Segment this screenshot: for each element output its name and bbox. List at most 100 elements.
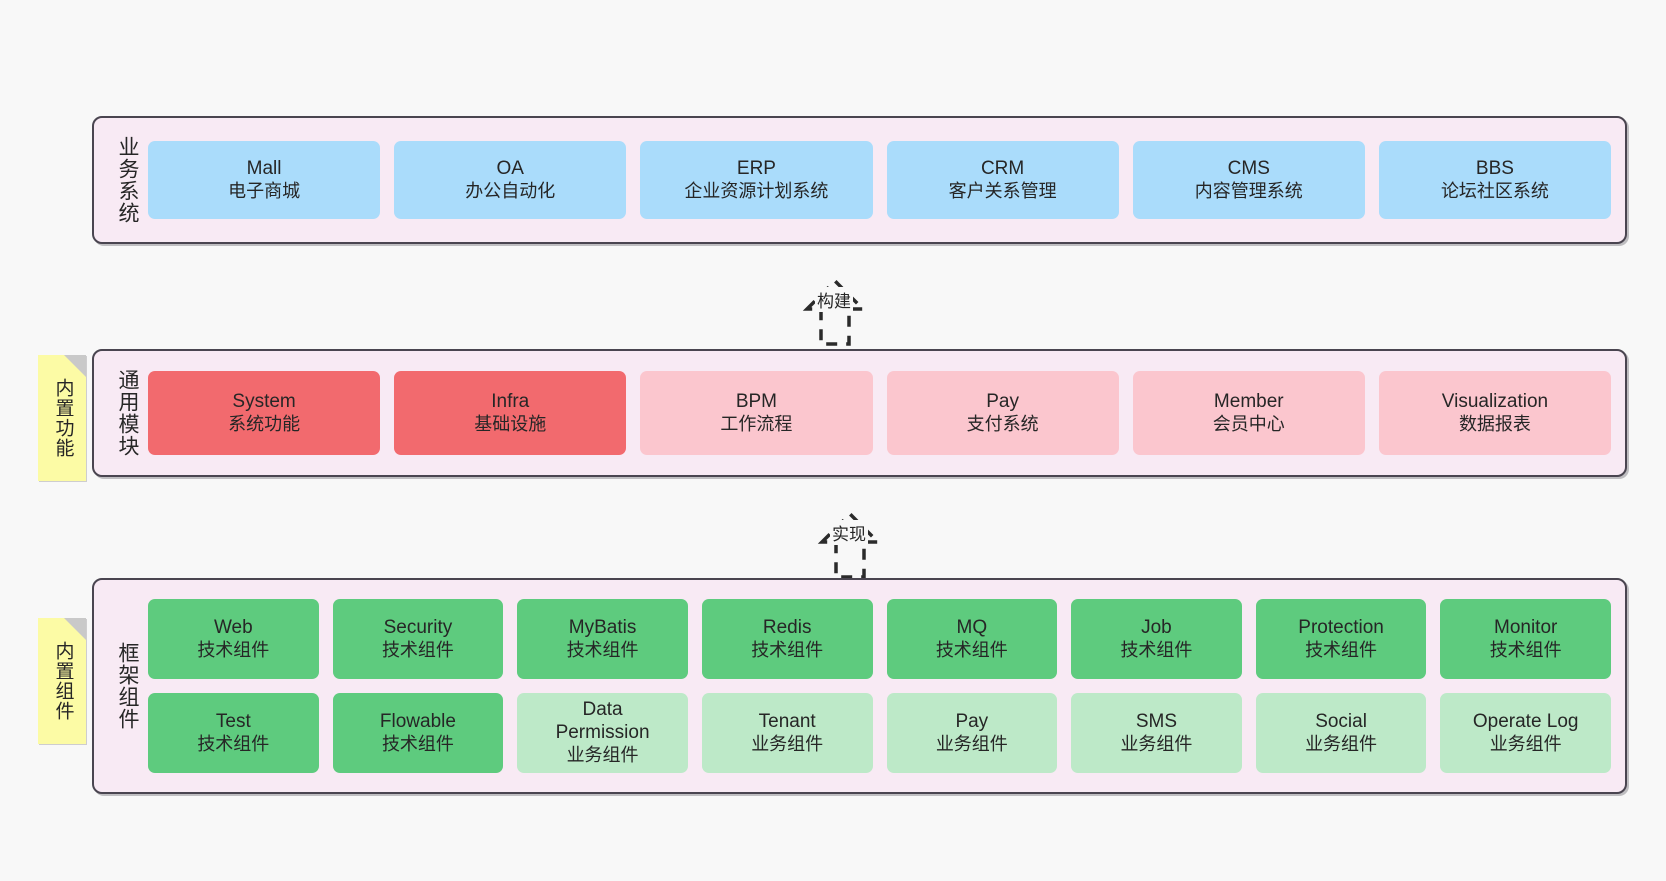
card-title: Flowable [379, 710, 456, 732]
card-title: MyBatis [568, 616, 637, 638]
card-title: Test [215, 710, 251, 732]
card-title: Data [582, 699, 623, 721]
card-sms[interactable]: SMS 业务组件 [1071, 693, 1242, 773]
card-subtitle: 业务组件 [1305, 733, 1378, 754]
card-flowable[interactable]: Flowable 技术组件 [332, 693, 504, 773]
card-title: Monitor [1494, 616, 1558, 638]
card-subtitle: 技术组件 [1120, 639, 1193, 660]
card-security[interactable]: Security 技术组件 [332, 599, 504, 679]
connector-implement: 实现 [775, 495, 925, 581]
card-title: Protection [1298, 616, 1384, 638]
card-title: Operate Log [1472, 710, 1579, 732]
card-title: Pay [986, 390, 1019, 412]
card-erp[interactable]: ERP 企业资源计划系统 [640, 141, 873, 219]
card-subtitle: 内容管理系统 [1194, 180, 1303, 201]
card-bpm[interactable]: BPM 工作流程 [640, 371, 873, 455]
layer-label-business-system: 业务系统 [116, 136, 139, 224]
sticky-note-text: 内置组件 [52, 641, 74, 721]
card-title: System [232, 390, 296, 412]
card-title: Redis [762, 616, 812, 638]
card-visualization[interactable]: Visualization 数据报表 [1378, 371, 1612, 455]
sticky-note-builtin-component: 内置组件 [38, 618, 86, 744]
card-test[interactable]: Test 技术组件 [148, 693, 319, 773]
card-system[interactable]: System 系统功能 [148, 371, 381, 455]
framework-row-business: Test 技术组件 Flowable 技术组件 Data Permission … [148, 693, 1611, 773]
common-module-cards: System 系统功能 Infra 基础设施 BPM 工作流程 Pay 支付系统… [138, 351, 1625, 475]
card-title: Web [213, 616, 253, 638]
card-cms[interactable]: CMS 内容管理系统 [1132, 141, 1365, 219]
card-subtitle: 业务组件 [751, 733, 824, 754]
card-title: SMS [1135, 710, 1178, 732]
card-pay[interactable]: Pay 支付系统 [886, 371, 1119, 455]
card-subtitle: 数据报表 [1458, 413, 1531, 434]
card-title: Member [1213, 390, 1284, 412]
card-title: ERP [736, 157, 776, 179]
card-data-permission[interactable]: Data Permission 业务组件 [517, 693, 688, 773]
card-mybatis[interactable]: MyBatis 技术组件 [517, 599, 688, 679]
card-title: Social [1315, 710, 1367, 732]
card-subtitle: 论坛社区系统 [1440, 180, 1549, 201]
card-title: CRM [980, 157, 1025, 179]
card-tenant[interactable]: Tenant 业务组件 [701, 693, 873, 773]
card-subtitle: 技术组件 [381, 733, 454, 754]
card-subtitle: 技术组件 [197, 639, 270, 660]
build-arrow-icon [802, 278, 868, 346]
card-pay-component[interactable]: Pay 业务组件 [886, 693, 1058, 773]
card-bbs[interactable]: BBS 论坛社区系统 [1378, 141, 1612, 219]
card-mq[interactable]: MQ 技术组件 [886, 599, 1058, 679]
card-oa[interactable]: OA 办公自动化 [394, 141, 627, 219]
card-title: Security [383, 616, 453, 638]
card-title: Pay [955, 710, 989, 732]
card-subtitle: 技术组件 [197, 733, 270, 754]
layer-label-common-module: 通用模块 [116, 369, 139, 457]
layer-framework-component: 框架组件 Web 技术组件 Security 技术组件 MyBatis 技术组件… [92, 578, 1627, 794]
card-subtitle: 技术组件 [1305, 639, 1378, 660]
card-subtitle: 工作流程 [720, 413, 793, 434]
card-monitor[interactable]: Monitor 技术组件 [1440, 599, 1611, 679]
card-crm[interactable]: CRM 客户关系管理 [886, 141, 1119, 219]
card-social[interactable]: Social 业务组件 [1255, 693, 1427, 773]
connector-build-label: 构建 [815, 287, 853, 312]
card-subtitle: 技术组件 [935, 639, 1008, 660]
card-protection[interactable]: Protection 技术组件 [1255, 599, 1427, 679]
note-fold-corner-icon [64, 618, 86, 640]
framework-component-cards: Web 技术组件 Security 技术组件 MyBatis 技术组件 Redi… [138, 568, 1625, 804]
card-title: OA [496, 157, 524, 179]
card-subtitle: 支付系统 [966, 413, 1039, 434]
card-subtitle: 业务组件 [1489, 733, 1562, 754]
card-operate-log[interactable]: Operate Log 业务组件 [1440, 693, 1611, 773]
card-title: MQ [956, 616, 988, 638]
card-subtitle: 企业资源计划系统 [684, 180, 829, 201]
connector-implement-label: 实现 [830, 520, 868, 545]
card-redis[interactable]: Redis 技术组件 [701, 599, 873, 679]
card-subtitle: 业务组件 [566, 745, 639, 765]
card-title-second-line: Permission [555, 722, 650, 744]
card-subtitle: 系统功能 [228, 413, 301, 434]
card-subtitle: 技术组件 [381, 639, 454, 660]
card-subtitle: 电子商城 [228, 180, 301, 201]
card-subtitle: 技术组件 [751, 639, 824, 660]
card-mall[interactable]: Mall 电子商城 [148, 141, 381, 219]
card-title: CMS [1227, 157, 1270, 179]
card-subtitle: 基础设施 [474, 413, 547, 434]
card-infra[interactable]: Infra 基础设施 [394, 371, 627, 455]
card-title: Infra [491, 390, 530, 412]
card-member[interactable]: Member 会员中心 [1132, 371, 1365, 455]
card-web[interactable]: Web 技术组件 [148, 599, 319, 679]
card-subtitle: 办公自动化 [465, 180, 556, 201]
card-title: Job [1141, 616, 1172, 638]
card-subtitle: 客户关系管理 [948, 180, 1057, 201]
card-subtitle: 业务组件 [1120, 733, 1193, 754]
business-system-cards: Mall 电子商城 OA 办公自动化 ERP 企业资源计划系统 CRM 客户关系… [138, 118, 1625, 242]
implement-arrow-icon [817, 511, 883, 579]
card-subtitle: 业务组件 [935, 733, 1008, 754]
note-fold-corner-icon [64, 355, 86, 377]
layer-business-system: 业务系统 Mall 电子商城 OA 办公自动化 ERP 企业资源计划系统 CRM… [92, 116, 1627, 244]
card-title: Visualization [1441, 390, 1549, 412]
card-title: BPM [735, 390, 778, 412]
layer-common-module: 通用模块 System 系统功能 Infra 基础设施 BPM 工作流程 Pay… [92, 349, 1627, 477]
card-title: Mall [246, 157, 282, 179]
card-job[interactable]: Job 技术组件 [1071, 599, 1242, 679]
sticky-note-text: 内置功能 [52, 378, 74, 458]
